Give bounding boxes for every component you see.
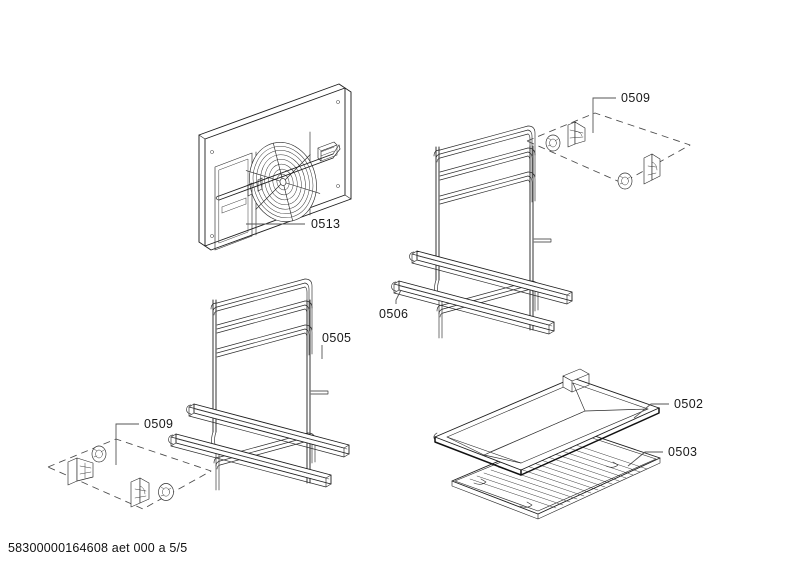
knurled-nut-g [158, 483, 174, 501]
heating-element-tube [215, 144, 341, 201]
label-0509-top: 0509 [621, 91, 650, 105]
part-clip-set-top-right-0509: 0509 [526, 91, 691, 190]
leader-0502 [633, 403, 669, 419]
part-right-rail-frame-0506: 0506 [379, 125, 573, 339]
telescopic-rail-upper-0506 [409, 250, 573, 305]
telescopic-rail-lower-0505 [168, 433, 332, 488]
clip-bracket-a [567, 121, 586, 148]
knurled-nut-c [617, 172, 633, 190]
leader-0509-bottom [115, 423, 139, 465]
telescopic-rail-upper-0505 [186, 403, 350, 458]
part-wire-rack-0503: 0503 [451, 428, 697, 520]
detail-plane-bottom-left [47, 438, 212, 510]
knurled-nut-f [91, 445, 107, 463]
footer-document-id: 58300000164608 aet 000 a 5/5 [8, 541, 187, 555]
wire-shelf-rails-left-mid [216, 300, 313, 334]
part-fan-panel-0513: 0513 [198, 83, 352, 251]
part-left-rail-frame-0505: 0505 [168, 278, 351, 491]
label-0506: 0506 [379, 307, 408, 321]
clip-bracket-d [643, 153, 661, 185]
part-clip-set-bottom-left-0509: 0509 [47, 417, 212, 510]
clip-bracket-h [130, 477, 150, 508]
part-baking-tray-0502: 0502 [433, 368, 703, 476]
label-0503: 0503 [668, 445, 697, 459]
wire-shelf-rails-left-lower [216, 324, 313, 358]
wire-shelf-rails-mid [439, 147, 536, 181]
label-0502: 0502 [674, 397, 703, 411]
leader-0503 [627, 451, 663, 467]
wire-shelf-rails-left-upper [210, 278, 313, 316]
label-0505: 0505 [322, 331, 351, 345]
tray-handle-tab [562, 368, 590, 393]
label-0513: 0513 [311, 217, 340, 231]
telescopic-rail-lower-0506 [391, 280, 555, 335]
detail-plane-top-right [526, 112, 691, 184]
knurled-nut-b [545, 134, 561, 152]
leader-0506 [395, 289, 402, 304]
wire-shelf-rails-upper [433, 125, 536, 163]
fan-grille [245, 142, 321, 222]
wire-shelf-rails-lower [439, 171, 536, 205]
clip-bracket-e [67, 457, 94, 486]
label-0509-bottom: 0509 [144, 417, 173, 431]
leader-0509-top [592, 97, 616, 133]
